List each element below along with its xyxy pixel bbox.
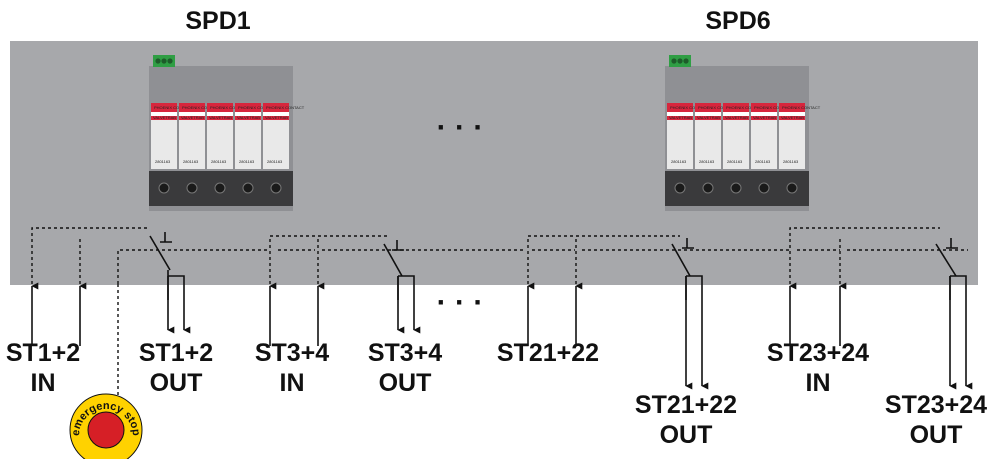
label-line2: OUT (910, 421, 963, 449)
product-label: VALVETRAB (181, 115, 204, 120)
label-line1: ST23+24 (885, 391, 987, 419)
control-wiring (31, 227, 968, 395)
product-label: VALVETRAB (237, 115, 260, 120)
label-st21-22-out: ST21+22 OUT (635, 391, 737, 449)
label-st3-4-out: ST3+4 OUT (368, 339, 442, 397)
label-st3-4-in: ST3+4 IN (255, 339, 329, 397)
spd6-title: SPD6 (705, 7, 770, 35)
terminal-screw-icon (702, 182, 714, 194)
product-label: VALVETRAB (753, 115, 776, 120)
ellipsis-top: · · · (437, 111, 484, 144)
label-line1: ST3+4 (368, 339, 442, 367)
terminal-screw-icon (730, 182, 742, 194)
product-label: VALVETRAB (725, 115, 748, 120)
brand-label: PHOENIX CONTACT (698, 105, 737, 110)
product-label: VALVETRAB (669, 115, 692, 120)
brand-label: PHOENIX CONTACT (210, 105, 249, 110)
label-st21-22: ST21+22 (497, 339, 599, 367)
part-number: 2801163 (727, 159, 743, 164)
terminal-screw-icon (158, 182, 170, 194)
label-line2: IN (280, 369, 305, 397)
part-number: 2801163 (699, 159, 715, 164)
emergency-stop-icon[interactable]: emergency stop (69, 393, 143, 459)
label-line2: IN (31, 369, 56, 397)
part-number: 2801163 (671, 159, 687, 164)
brand-label: PHOENIX CONTACT (266, 105, 305, 110)
terminal-screw-icon (674, 182, 686, 194)
brand-label: PHOENIX CONTACT (238, 105, 277, 110)
label-line1: ST1+2 (6, 339, 80, 367)
terminal-screw-icon (214, 182, 226, 194)
label-st1-2-in: ST1+2 IN (6, 339, 80, 397)
product-label: VALVETRAB (781, 115, 804, 120)
brand-label: PHOENIX CONTACT (726, 105, 765, 110)
product-label: VALVETRAB (209, 115, 232, 120)
spd-modules: PHOENIX CONTACT VALVETRAB 2801163 PHOENI… (151, 103, 305, 169)
label-line2: OUT (150, 369, 203, 397)
part-number: 2801163 (183, 159, 199, 164)
brand-label: PHOENIX CONTACT (182, 105, 221, 110)
part-number: 2801163 (755, 159, 771, 164)
brand-label: PHOENIX CONTACT (154, 105, 193, 110)
spd6-device: PHOENIX CONTACT VALVETRAB 2801163 PHOENI… (665, 55, 821, 211)
spd1-title: SPD1 (185, 7, 250, 35)
string-labels: ST1+2 IN ST1+2 OUT ST3+4 IN ST3+4 OUT ST… (6, 339, 987, 449)
label-st23-24-in: ST23+24 IN (767, 339, 869, 397)
label-st23-24-out: ST23+24 OUT (885, 391, 987, 449)
label-line1: ST21+22 (635, 391, 737, 419)
part-number: 2801163 (783, 159, 799, 164)
part-number: 2801163 (267, 159, 283, 164)
product-label: VALVETRAB (697, 115, 720, 120)
brand-label: PHOENIX CONTACT (782, 105, 821, 110)
part-number: 2801163 (155, 159, 171, 164)
breaker-switches (149, 232, 958, 300)
label-line1: ST23+24 (767, 339, 869, 367)
spd-modules: PHOENIX CONTACT VALVETRAB 2801163 PHOENI… (667, 103, 821, 169)
brand-label: PHOENIX CONTACT (670, 105, 709, 110)
terminal-screw-icon (786, 182, 798, 194)
label-line1: ST1+2 (139, 339, 213, 367)
ellipsis-bottom: · · · (437, 286, 484, 319)
label-line1: ST21+22 (497, 339, 599, 367)
label-line2: IN (806, 369, 831, 397)
terminal-screw-icon (186, 182, 198, 194)
label-st1-2-out: ST1+2 OUT (139, 339, 213, 397)
label-line1: ST3+4 (255, 339, 329, 367)
part-number: 2801163 (211, 159, 227, 164)
terminal-screw-icon (270, 182, 282, 194)
terminal-screw-icon (242, 182, 254, 194)
label-line2: OUT (660, 421, 713, 449)
part-number: 2801163 (239, 159, 255, 164)
wiring-arrows (31, 275, 973, 390)
terminal-screw-icon (758, 182, 770, 194)
spd1-device: PHOENIX CONTACT VALVETRAB 2801163 PHOENI… (149, 55, 305, 211)
product-label: VALVETRAB (153, 115, 176, 120)
label-line2: OUT (379, 369, 432, 397)
product-label: VALVETRAB (265, 115, 288, 120)
brand-label: PHOENIX CONTACT (754, 105, 793, 110)
